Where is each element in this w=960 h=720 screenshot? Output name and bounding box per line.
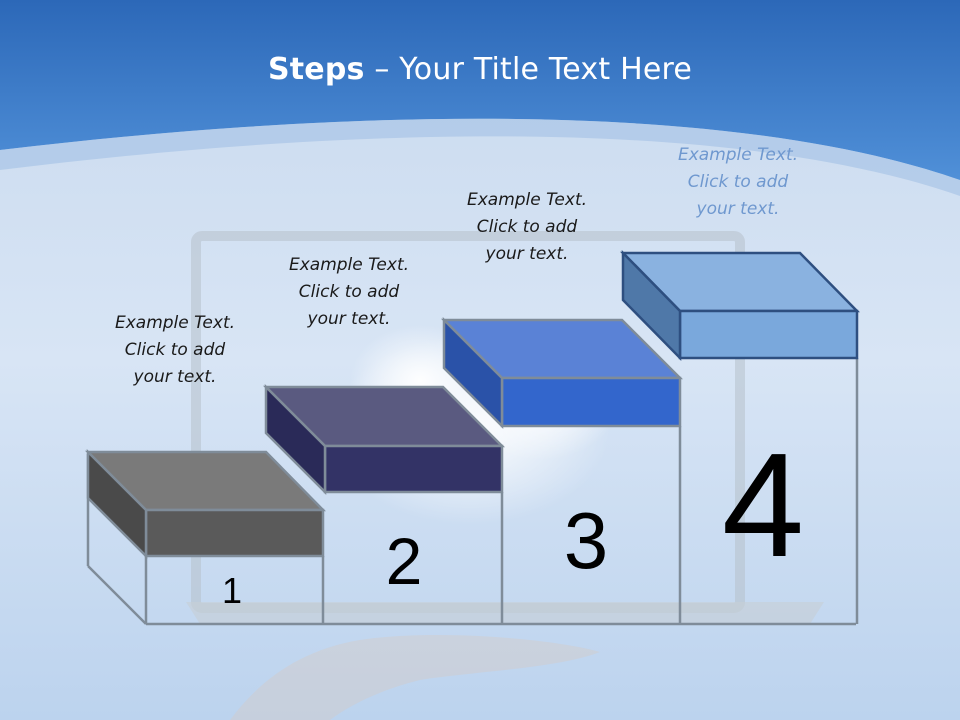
caption-line: Example Text. — [466, 190, 588, 210]
hand-shape — [230, 635, 600, 720]
title-bold: Steps — [267, 52, 365, 87]
title-dash: – — [364, 52, 400, 87]
step-2-number: 2 — [386, 524, 423, 598]
caption-line: Click to add — [687, 172, 789, 192]
step-3-caption[interactable]: Example Text. Click to add your text. — [432, 187, 622, 268]
step-3-number: 3 — [564, 496, 609, 585]
caption-line: Example Text. — [288, 255, 410, 275]
step-1-caption[interactable]: Example Text. Click to add your text. — [80, 310, 270, 391]
step-1-block — [84, 448, 326, 560]
caption-line: Click to add — [298, 282, 400, 302]
step-3-block — [440, 316, 684, 430]
title-rest: Your Title Text Here — [399, 52, 693, 87]
step-1-number: 1 — [222, 570, 242, 611]
step-2-block — [262, 383, 506, 496]
caption-line: Click to add — [124, 340, 226, 360]
laptop-base — [186, 602, 824, 624]
step-4-caption[interactable]: Example Text. Click to add your text. — [643, 142, 833, 223]
caption-line: Click to add — [476, 217, 578, 237]
caption-line: your text. — [307, 309, 391, 329]
step-2-caption[interactable]: Example Text. Click to add your text. — [254, 252, 444, 333]
staircase — [86, 358, 859, 626]
header-band — [0, 0, 960, 180]
caption-line: your text. — [696, 199, 780, 219]
caption-line: Example Text. — [114, 313, 236, 333]
caption-line: your text. — [133, 367, 217, 387]
slide-title[interactable]: Steps – Your Title Text Here — [0, 52, 960, 87]
caption-line: Example Text. — [677, 145, 799, 165]
header-swoosh — [0, 118, 960, 196]
step-4-block — [620, 249, 860, 362]
caption-line: your text. — [485, 244, 569, 264]
step-4-number: 4 — [722, 423, 804, 588]
